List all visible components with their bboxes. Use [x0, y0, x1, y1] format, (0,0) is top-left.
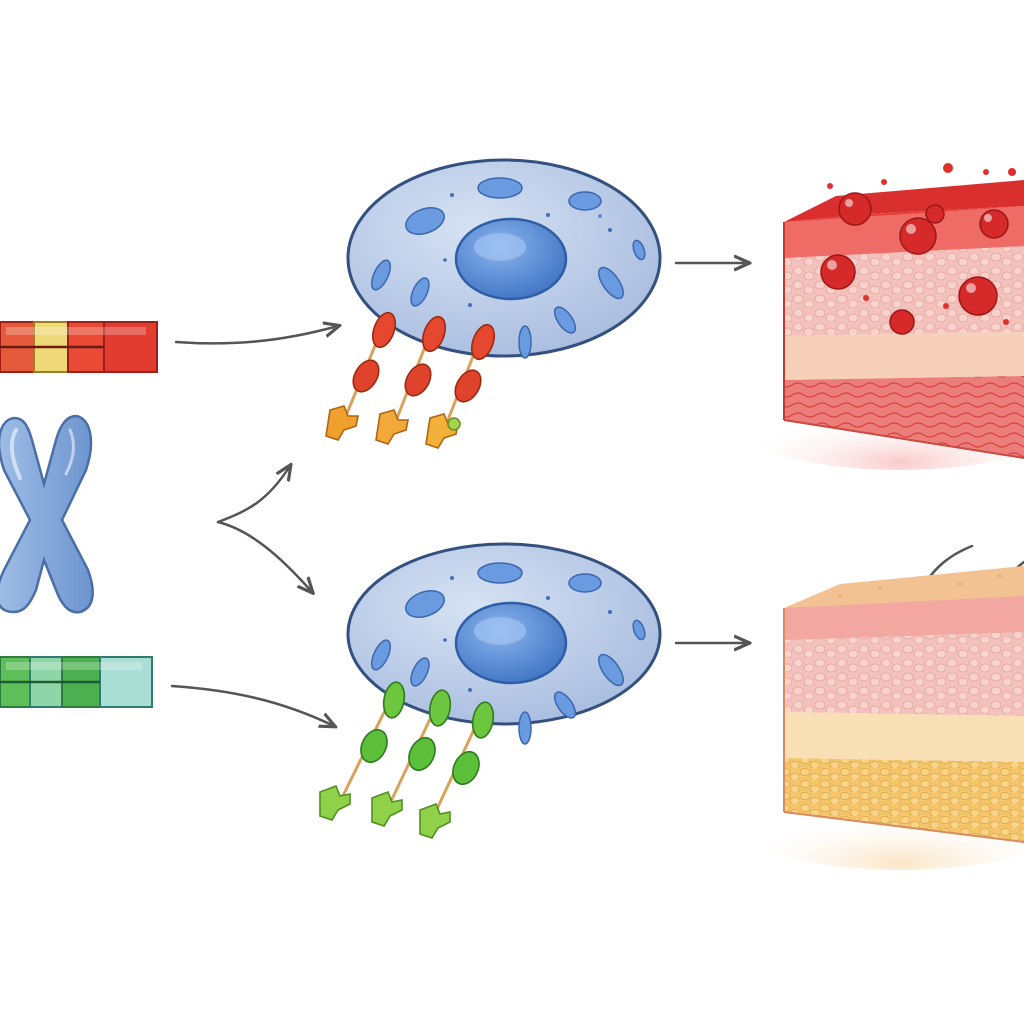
- tissue-block-bottom: [750, 566, 1024, 870]
- arrow-gene-bottom-to-cell: [170, 684, 334, 726]
- chromosome-icon: [0, 414, 94, 614]
- protein-chain-6: [419, 701, 495, 839]
- protein-chain-4: [319, 681, 406, 821]
- cell-bottom: [346, 542, 662, 745]
- protein-chain-1: [325, 311, 397, 441]
- protein-chain-3: [425, 323, 496, 449]
- cell-top: [346, 158, 662, 359]
- gene-variant-bottom: [0, 656, 153, 708]
- protein-chain-2: [375, 315, 447, 445]
- arrow-gene-top-to-cell: [174, 326, 338, 345]
- arrow-branch-up: [216, 466, 290, 524]
- tissue-block-top: [750, 163, 1024, 470]
- proteins-bottom: [319, 681, 495, 839]
- arrows: [170, 263, 1024, 726]
- gene-variant-top: [0, 321, 158, 373]
- protein-chain-5: [371, 689, 452, 827]
- arrow-branch-down: [216, 520, 312, 592]
- proteins-top: [325, 311, 496, 449]
